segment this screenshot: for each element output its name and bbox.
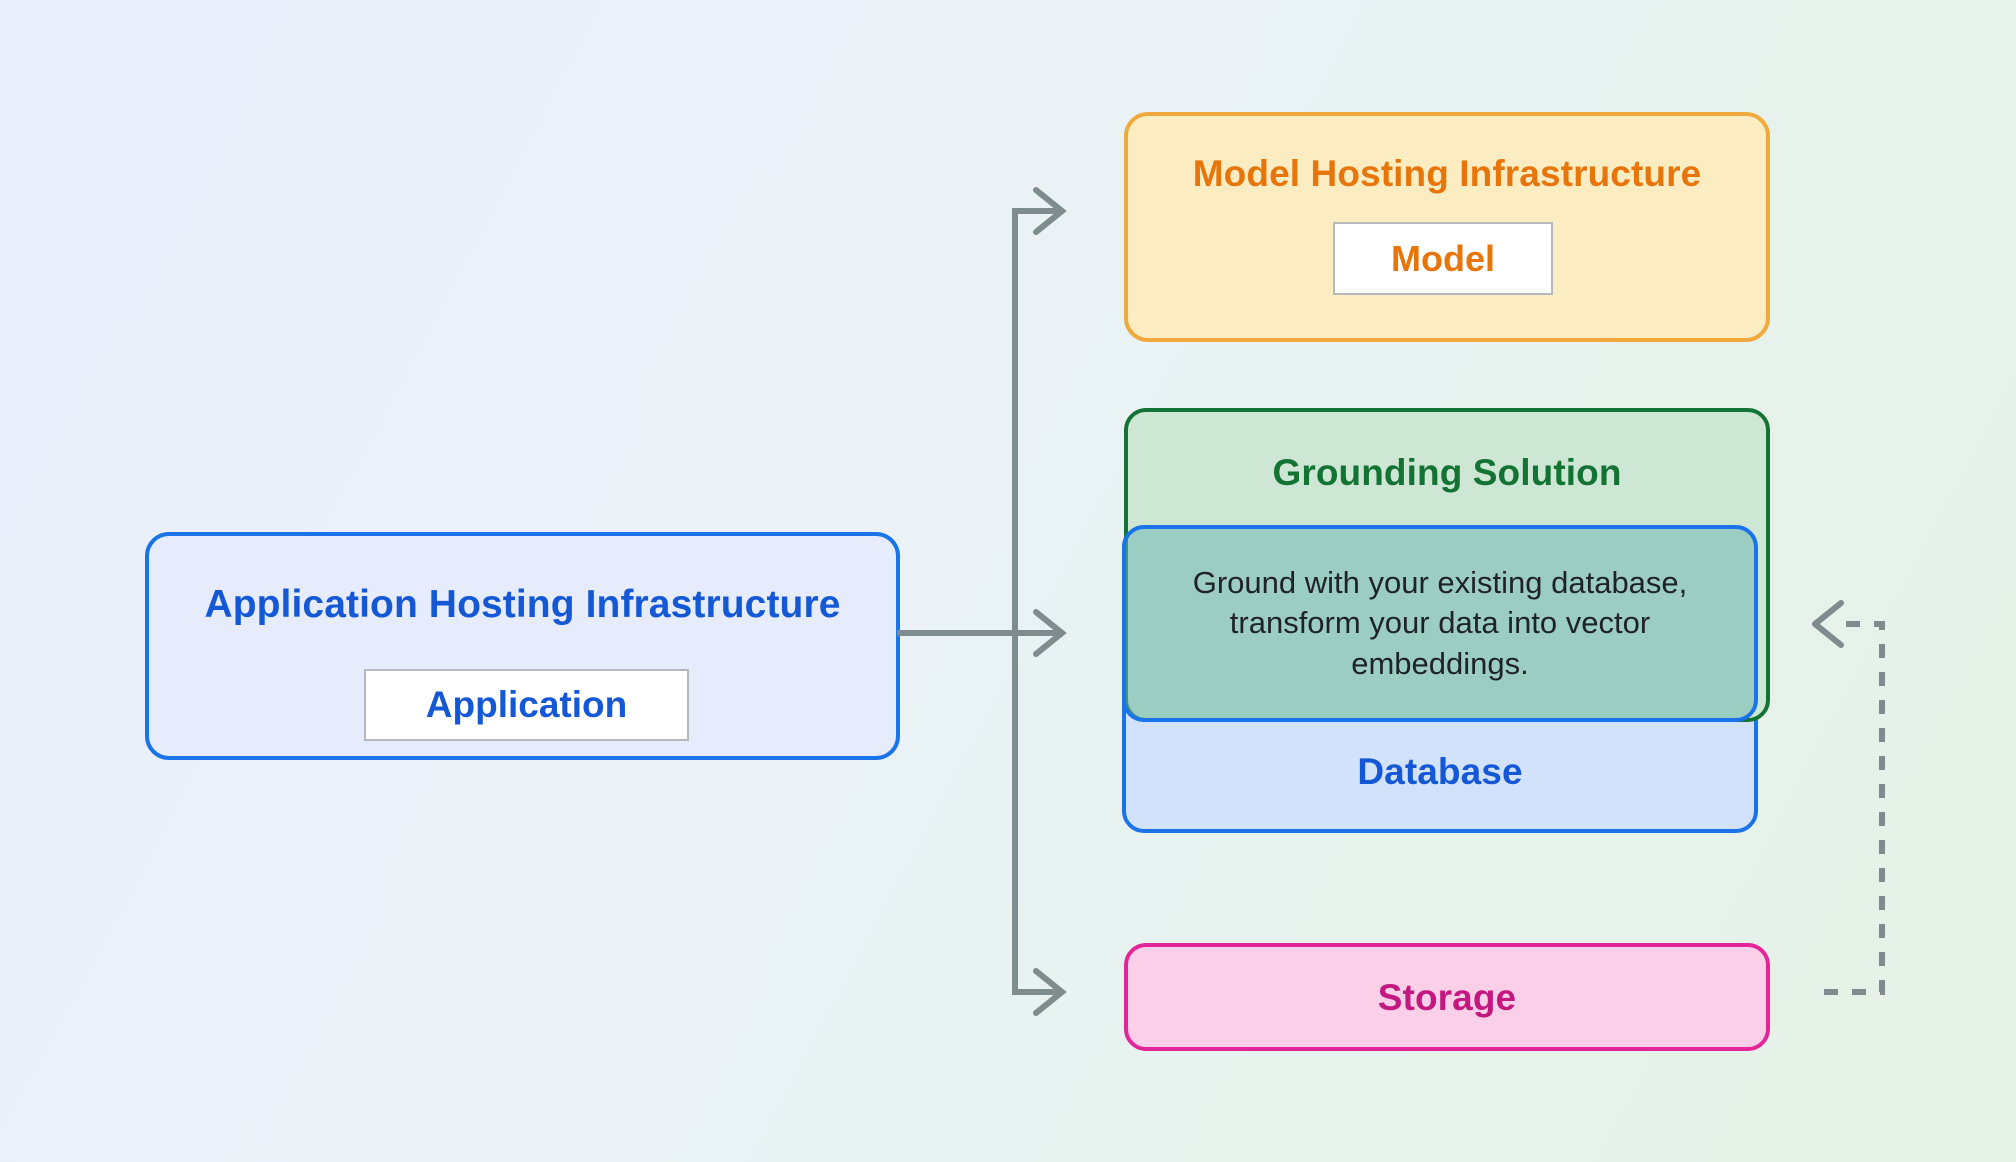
grounding-solution-label: Grounding Solution xyxy=(1272,452,1622,493)
application-node[interactable]: Application xyxy=(364,669,689,741)
arrowhead-to-storage-icon xyxy=(1033,968,1067,1016)
storage-box[interactable]: Storage xyxy=(1124,943,1770,1051)
application-hosting-infrastructure-label: Application Hosting Infrastructure xyxy=(204,583,841,626)
connector-storage-feedback-dashed xyxy=(1824,621,1885,995)
grounding-description-text: Ground with your existing database, tran… xyxy=(1192,565,1688,681)
arrowhead-feedback-left-icon xyxy=(1812,600,1844,648)
database-label: Database xyxy=(1357,751,1523,792)
application-hosting-infrastructure-box[interactable]: Application Hosting Infrastructure Appli… xyxy=(145,532,900,760)
arrowhead-to-model-icon xyxy=(1033,187,1067,235)
model-node[interactable]: Model xyxy=(1333,222,1553,295)
model-hosting-infrastructure-box[interactable]: Model Hosting Infrastructure Model xyxy=(1124,112,1770,342)
storage-label: Storage xyxy=(1377,977,1517,1018)
arrowhead-to-grounding-icon xyxy=(1033,609,1067,657)
grounding-description-card: Ground with your existing database, tran… xyxy=(1122,525,1758,722)
model-hosting-infrastructure-label: Model Hosting Infrastructure xyxy=(1192,153,1702,194)
